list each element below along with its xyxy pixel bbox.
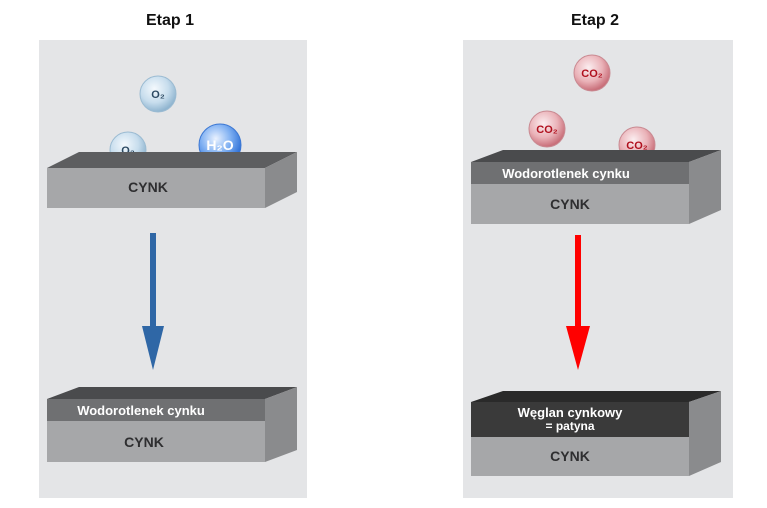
- svg-text:CYNK: CYNK: [128, 179, 168, 195]
- svg-text:Węglan cynkowy: Węglan cynkowy: [518, 405, 624, 420]
- stage-1-title: Etap 1: [145, 12, 194, 29]
- down-arrow-red: [566, 235, 590, 370]
- svg-text:Wodorotlenek cynku: Wodorotlenek cynku: [77, 403, 205, 418]
- co2-molecule-left: CO₂: [528, 110, 566, 148]
- stage-2-bottom-block: Węglan cynkowy = patyna CYNK: [471, 391, 721, 476]
- stage-1-top-zinc-block: CYNK: [47, 152, 297, 208]
- svg-text:O₂: O₂: [151, 89, 165, 101]
- svg-text:H₂O: H₂O: [206, 137, 233, 153]
- svg-text:CO₂: CO₂: [626, 140, 648, 152]
- svg-text:CYNK: CYNK: [550, 196, 590, 212]
- svg-text:CO₂: CO₂: [581, 68, 603, 80]
- svg-text:CYNK: CYNK: [124, 434, 164, 450]
- o2-molecule-top: O₂: [139, 75, 177, 113]
- co2-molecule-top: CO₂: [573, 54, 611, 92]
- stage-2-title: Etap 2: [570, 12, 619, 29]
- svg-text:Wodorotlenek cynku: Wodorotlenek cynku: [502, 166, 630, 181]
- svg-text:CO₂: CO₂: [536, 124, 558, 136]
- stage-1-bottom-block: Wodorotlenek cynku CYNK: [47, 387, 297, 462]
- down-arrow-blue: [142, 233, 164, 370]
- svg-text:CYNK: CYNK: [550, 448, 590, 464]
- svg-text:= patyna: = patyna: [545, 419, 594, 433]
- stage-2-top-block: Wodorotlenek cynku CYNK: [471, 150, 721, 224]
